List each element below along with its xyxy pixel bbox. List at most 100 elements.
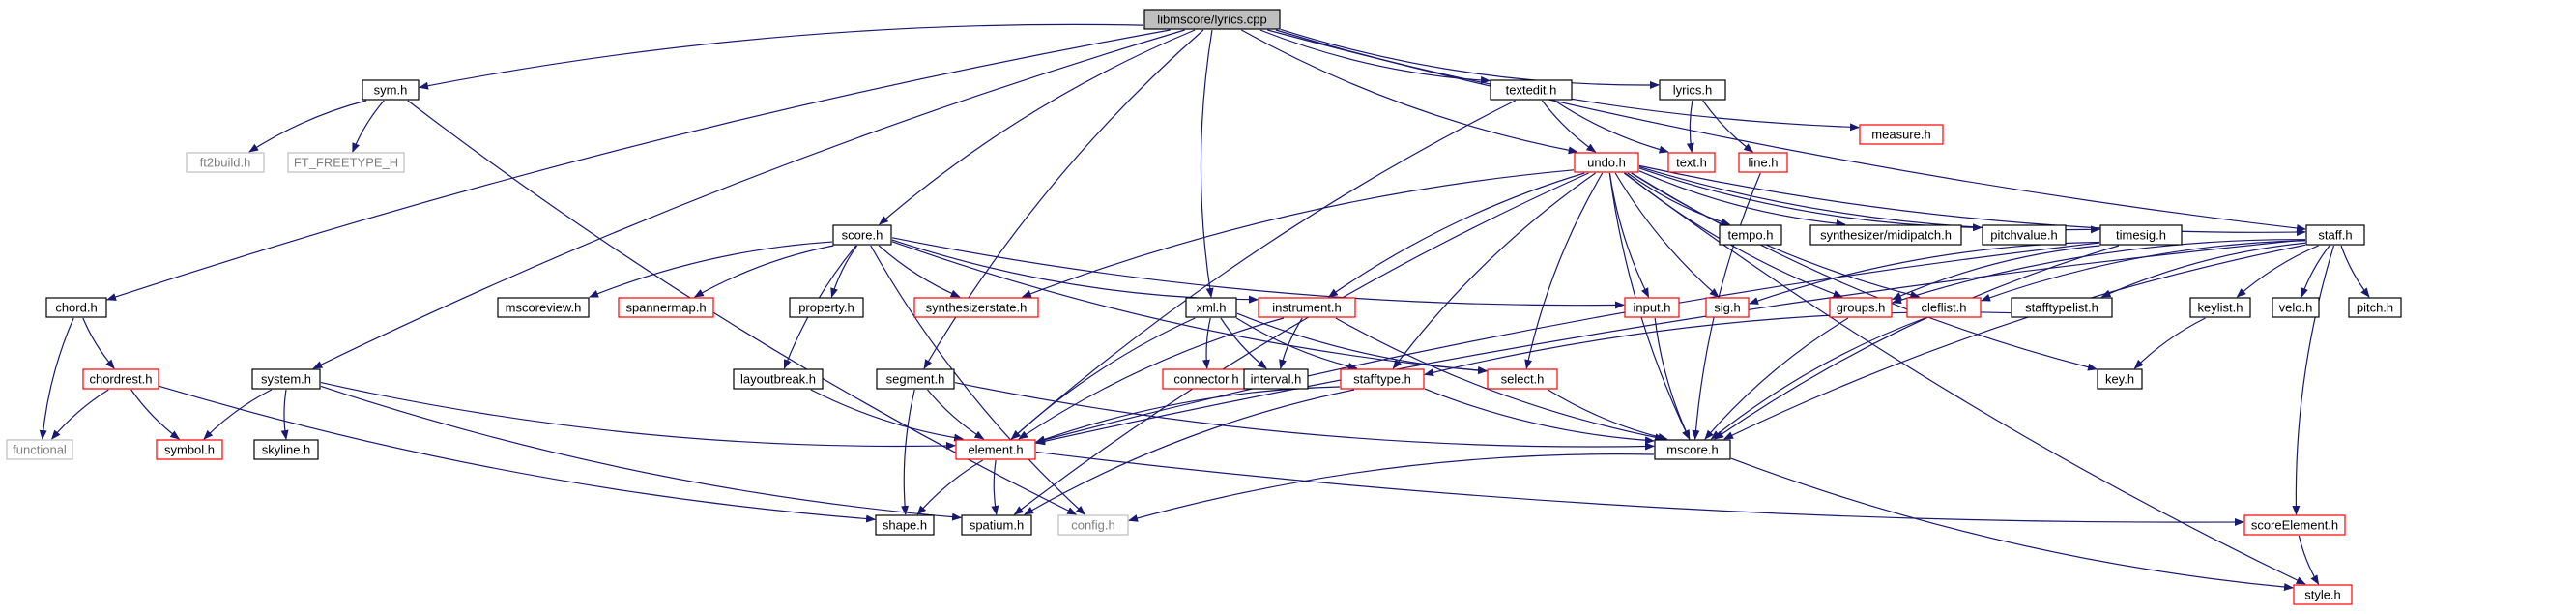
node-key[interactable]: key.h bbox=[2097, 368, 2143, 390]
node-box bbox=[1719, 224, 1782, 246]
edge-chord-to-functional bbox=[39, 317, 74, 440]
node-cleflist[interactable]: cleflist.h bbox=[1906, 297, 1982, 318]
node-box bbox=[618, 297, 714, 318]
node-box bbox=[733, 368, 824, 390]
edge-element-to-scoreElement bbox=[1035, 451, 2244, 526]
node-label: groups.h bbox=[1837, 301, 1886, 315]
edge-staff-to-element bbox=[1035, 239, 2306, 446]
node-box bbox=[82, 368, 159, 390]
node-select[interactable]: select.h bbox=[1487, 368, 1558, 390]
node-box bbox=[1057, 514, 1129, 536]
node-scoreElement[interactable]: scoreElement.h bbox=[2243, 514, 2346, 536]
node-system[interactable]: system.h bbox=[251, 368, 321, 390]
node-label: layoutbreak.h bbox=[740, 372, 816, 387]
node-timesig[interactable]: timesig.h bbox=[2099, 224, 2183, 246]
node-property[interactable]: property.h bbox=[789, 297, 864, 318]
node-pitchvalue[interactable]: pitchvalue.h bbox=[1982, 224, 2067, 246]
node-chordrest[interactable]: chordrest.h bbox=[82, 368, 159, 390]
node-label: measure.h bbox=[1871, 128, 1930, 142]
edge-system-to-skyline bbox=[280, 389, 289, 440]
node-style[interactable]: style.h bbox=[2293, 584, 2353, 605]
node-line[interactable]: line.h bbox=[1738, 152, 1788, 173]
node-spannermap[interactable]: spannermap.h bbox=[618, 297, 714, 318]
node-label: select.h bbox=[1501, 372, 1545, 387]
edge-staff-to-stafftypelist bbox=[2100, 242, 2306, 298]
edge-score-to-config bbox=[870, 245, 1085, 515]
edge-timesig-to-sig bbox=[1749, 241, 2100, 305]
node-synthstate[interactable]: synthesizerstate.h bbox=[913, 297, 1039, 318]
edge-instrument-to-element bbox=[1018, 317, 1285, 440]
node-skyline[interactable]: skyline.h bbox=[253, 439, 319, 460]
node-label: pitch.h bbox=[2357, 301, 2393, 315]
node-box bbox=[1340, 368, 1425, 390]
node-segment[interactable]: segment.h bbox=[876, 368, 955, 390]
edge-keylist-to-key bbox=[2133, 317, 2206, 369]
node-label: chord.h bbox=[55, 301, 97, 315]
node-label: text.h bbox=[1676, 156, 1707, 170]
edge-undo-to-instrument bbox=[1327, 172, 1585, 298]
node-box bbox=[1859, 124, 1944, 145]
node-velo[interactable]: velo.h bbox=[2272, 297, 2320, 318]
edge-undo-to-style bbox=[1623, 172, 2306, 585]
node-spatium[interactable]: spatium.h bbox=[961, 514, 1032, 536]
node-pitch[interactable]: pitch.h bbox=[2348, 297, 2402, 318]
node-label: property.h bbox=[798, 301, 854, 315]
node-input[interactable]: input.h bbox=[1624, 297, 1680, 318]
node-label: stafftype.h bbox=[1353, 372, 1411, 387]
node-label: style.h bbox=[2304, 588, 2341, 602]
node-mscoreview[interactable]: mscoreview.h bbox=[497, 297, 590, 318]
node-element[interactable]: element.h bbox=[955, 439, 1036, 460]
node-label: lyrics.h bbox=[1673, 83, 1712, 98]
node-label: shape.h bbox=[883, 518, 927, 533]
node-layoutbreak[interactable]: layoutbreak.h bbox=[733, 368, 824, 390]
node-box bbox=[1809, 224, 1962, 246]
node-box bbox=[1982, 224, 2067, 246]
edge-undo-to-select bbox=[1524, 172, 1604, 369]
node-lyrics[interactable]: lyrics.h bbox=[1659, 79, 1726, 101]
edge-segment-to-shape bbox=[901, 389, 915, 515]
edge-staff-to-velo bbox=[2301, 245, 2330, 298]
edge-score-to-spannermap bbox=[693, 245, 834, 298]
node-score[interactable]: score.h bbox=[832, 224, 892, 246]
node-midipatch[interactable]: synthesizer/midipatch.h bbox=[1809, 224, 1962, 246]
node-label: interval.h bbox=[1251, 372, 1302, 387]
node-label: spannermap.h bbox=[625, 301, 706, 315]
edge-xml-to-element bbox=[1010, 317, 1196, 440]
node-instrument[interactable]: instrument.h bbox=[1258, 297, 1356, 318]
node-label: connector.h bbox=[1173, 372, 1238, 387]
node-groups[interactable]: groups.h bbox=[1829, 297, 1893, 318]
node-box bbox=[961, 514, 1032, 536]
node-box bbox=[876, 368, 955, 390]
node-keylist[interactable]: keylist.h bbox=[2189, 297, 2251, 318]
edge-element-to-shape bbox=[916, 459, 984, 515]
node-interval[interactable]: interval.h bbox=[1243, 368, 1309, 390]
edge-chord-to-chordrest bbox=[82, 317, 115, 369]
node-chord[interactable]: chord.h bbox=[45, 297, 107, 318]
node-label: spatium.h bbox=[970, 518, 1024, 533]
node-tempo[interactable]: tempo.h bbox=[1719, 224, 1782, 246]
node-symbol[interactable]: symbol.h bbox=[156, 439, 223, 460]
node-xml[interactable]: xml.h bbox=[1185, 297, 1237, 318]
node-undo[interactable]: undo.h bbox=[1574, 152, 1639, 173]
edge-staff-to-groups bbox=[1892, 239, 2306, 305]
edge-undo-to-staff bbox=[1638, 164, 2306, 237]
node-root[interactable]: libmscore/lyrics.cpp bbox=[1143, 9, 1281, 30]
node-text[interactable]: text.h bbox=[1667, 152, 1716, 173]
node-sym[interactable]: sym.h bbox=[362, 79, 420, 101]
node-mscore[interactable]: mscore.h bbox=[1654, 439, 1731, 460]
edge-root-to-measure bbox=[1275, 29, 1860, 132]
edge-undo-to-spatium bbox=[1013, 172, 1589, 515]
node-measure[interactable]: measure.h bbox=[1859, 124, 1944, 145]
node-stafftype[interactable]: stafftype.h bbox=[1340, 368, 1425, 390]
node-label: mscore.h bbox=[1666, 443, 1718, 457]
node-sig[interactable]: sig.h bbox=[1705, 297, 1750, 318]
node-box bbox=[2305, 224, 2365, 246]
node-stafftypelist[interactable]: stafftypelist.h bbox=[2011, 297, 2113, 318]
edge-undo-to-tempo bbox=[1627, 172, 1731, 226]
edge-instrument-to-mscore bbox=[1335, 317, 1665, 442]
node-shape[interactable]: shape.h bbox=[875, 514, 935, 536]
node-connector[interactable]: connector.h bbox=[1162, 368, 1251, 390]
node-staff[interactable]: staff.h bbox=[2305, 224, 2365, 246]
edge-xml-to-stafftype bbox=[1235, 317, 1358, 370]
node-textedit[interactable]: textedit.h bbox=[1490, 79, 1573, 101]
